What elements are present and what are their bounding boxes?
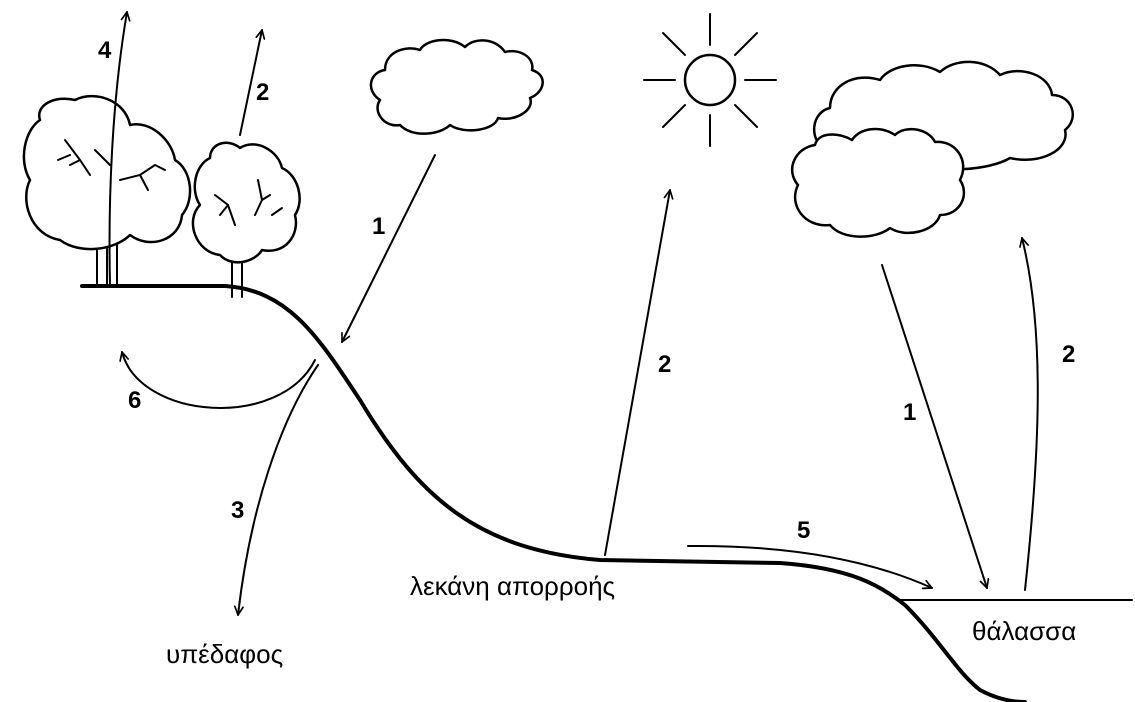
label-sea: θάλασσα: [972, 616, 1076, 646]
label-subsoil: υπέδαφος: [166, 639, 283, 669]
arrow-3-infiltration: [233, 364, 319, 616]
arrow-2-basin-evaporation: [604, 189, 674, 556]
label-arrow-6: 6: [128, 387, 141, 414]
label-arrow-1-sea: 1: [903, 399, 916, 426]
label-drainage-basin: λεκάνη απορροής: [410, 571, 615, 601]
arrow-2-sea-evaporation: [1019, 237, 1039, 591]
large-tree-icon: [22, 94, 192, 287]
cloud-icon: [369, 38, 544, 135]
label-arrow-5: 5: [797, 517, 810, 544]
label-arrow-3: 3: [231, 497, 244, 524]
label-arrow-1-hill: 1: [372, 213, 385, 240]
sun-icon: [643, 13, 777, 147]
hill-terrain-line: [80, 284, 1027, 702]
label-arrow-4: 4: [98, 37, 112, 64]
rain-cloud-icon: [790, 60, 1074, 238]
arrow-1-rain-hill: [341, 154, 436, 343]
small-tree-icon: [191, 141, 301, 298]
arrow-2-small-tree: [239, 29, 266, 136]
arrow-5-runoff: [687, 544, 933, 590]
label-arrow-2-sea: 2: [1062, 341, 1075, 368]
label-arrow-2-basin: 2: [658, 351, 671, 378]
arrow-4-transpiration: [108, 11, 131, 286]
label-arrow-2-tree: 2: [256, 79, 269, 106]
arrow-6-soil-return: [119, 351, 316, 409]
arrow-1-rain-sea: [881, 264, 990, 589]
